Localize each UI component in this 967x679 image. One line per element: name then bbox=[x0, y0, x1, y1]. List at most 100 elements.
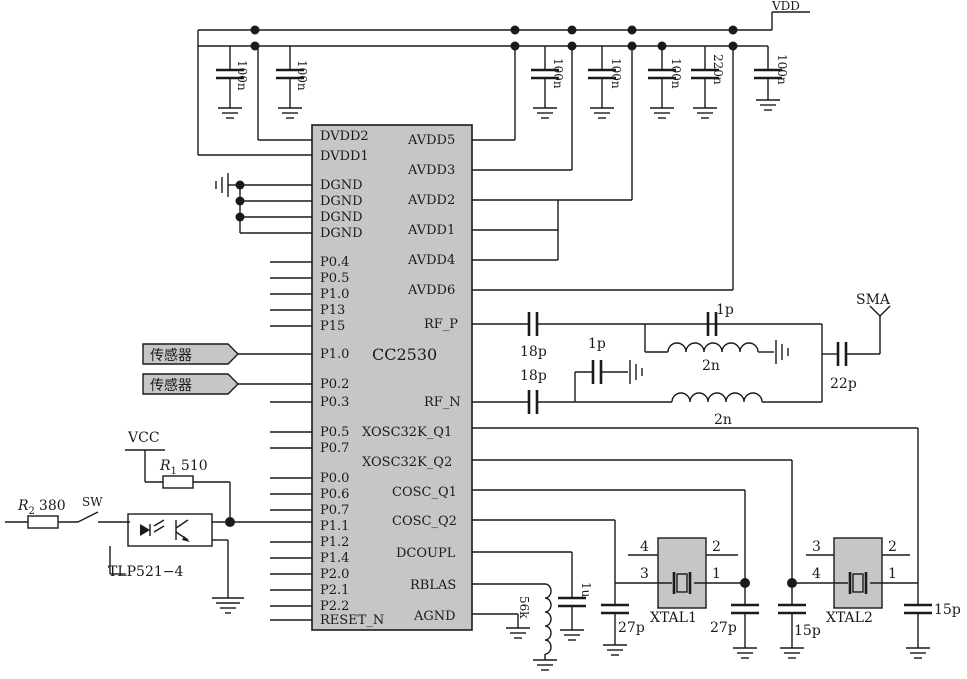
cap-27p-a-value: 27p bbox=[618, 620, 645, 636]
decoupling-cap-6-value: 220n bbox=[711, 54, 725, 85]
pin-rf-p: RF_P bbox=[424, 317, 458, 332]
pin-p0-7: P0.7 bbox=[320, 441, 349, 456]
inductor-a-value: 2n bbox=[702, 358, 720, 374]
pin-p1-2: P1.2 bbox=[320, 535, 349, 550]
pin-p2-1: P2.1 bbox=[320, 583, 349, 598]
cc2530-chip bbox=[311, 124, 473, 631]
pin-p0-4: P0.4 bbox=[320, 255, 349, 270]
pin-avdd5: AVDD5 bbox=[407, 133, 455, 148]
pin-rblas: RBLAS bbox=[410, 578, 456, 593]
pin-avdd1: AVDD1 bbox=[407, 223, 455, 238]
pin-avdd2: AVDD2 bbox=[407, 193, 455, 208]
pin-p1-1: P1.1 bbox=[320, 519, 349, 534]
decoupling-cap-3: 100n bbox=[531, 46, 565, 119]
decoupling-cap-7-value: 100n bbox=[775, 54, 789, 85]
pin-dgnd-2: DGND bbox=[320, 194, 363, 209]
xtal2-pin-3: 3 bbox=[812, 539, 821, 555]
xtal2: 3 2 4 1 XTAL2 bbox=[787, 537, 918, 626]
decoupling-cap-4: 100n bbox=[588, 46, 623, 119]
sensor-input-1: 传感器 bbox=[142, 343, 312, 365]
cap-shunt-a-value: 1p bbox=[716, 302, 734, 318]
decoupling-cap-7: 100n bbox=[740, 45, 789, 111]
chip-name: CC2530 bbox=[372, 345, 437, 364]
pin-dvdd1: DVDD1 bbox=[320, 149, 369, 164]
xtal2-pin-1: 1 bbox=[888, 566, 897, 582]
pin-p1-4: P1.4 bbox=[320, 551, 349, 566]
xtal1-pin-2: 2 bbox=[712, 539, 721, 555]
xtal1-pin-1: 1 bbox=[712, 566, 721, 582]
rf-network: 18p 1p 2n SMA 22p 18p 2n bbox=[472, 292, 891, 428]
pin-p0-6: P0.6 bbox=[320, 487, 349, 502]
dgnd-ground bbox=[215, 173, 312, 234]
pin-cosc-q2: COSC_Q2 bbox=[392, 514, 457, 529]
pin-p0-5: P0.5 bbox=[320, 271, 349, 286]
pin-dgnd-1: DGND bbox=[320, 178, 363, 193]
chip-left-pins: DVDD2 DVDD1 DGND DGND DGND DGND P0.4 P0.… bbox=[320, 129, 384, 628]
xtal1-pin-4: 4 bbox=[640, 539, 649, 555]
pin-avdd6: AVDD6 bbox=[407, 283, 455, 298]
pin-p2-0: P2.0 bbox=[320, 567, 349, 582]
pin-rf-n: RF_N bbox=[424, 395, 461, 410]
bias-resistor-value: 56k bbox=[517, 596, 531, 619]
pin-avdd4: AVDD4 bbox=[407, 253, 455, 268]
xtal2-label: XTAL2 bbox=[826, 610, 873, 626]
pin-p15: P15 bbox=[320, 319, 345, 334]
vdd-rail: VDD bbox=[197, 0, 810, 156]
pin-agnd: AGND bbox=[413, 609, 456, 624]
avdd-wiring bbox=[472, 46, 734, 291]
cap-shunt-b-value: 1p bbox=[588, 336, 606, 352]
cap-xtal1-value: 27p bbox=[710, 620, 737, 636]
inductor-b-value: 2n bbox=[714, 412, 732, 428]
decoupling-cap-5: 100n bbox=[648, 46, 683, 119]
xtal1-label: XTAL1 bbox=[650, 610, 697, 626]
xtal2-pin-2: 2 bbox=[888, 539, 897, 555]
cap-rf-n-value: 18p bbox=[520, 368, 547, 384]
pin-p0-5-b: P0.5 bbox=[320, 425, 349, 440]
pin-p0-3: P0.3 bbox=[320, 395, 349, 410]
xtal2-pin-4: 4 bbox=[812, 566, 821, 582]
xtal1-pin-3: 3 bbox=[640, 566, 649, 582]
pin-p0-2: P0.2 bbox=[320, 377, 349, 392]
decoupling-cap-2: 100n bbox=[276, 46, 309, 119]
switch-label: SW bbox=[82, 495, 103, 509]
decoupling-cap-5-value: 100n bbox=[669, 58, 683, 89]
decoupling-cap-1: 100n bbox=[216, 46, 249, 119]
sensor-2-label: 传感器 bbox=[150, 377, 192, 394]
pin-p13: P13 bbox=[320, 303, 345, 318]
cap-out-value: 22p bbox=[830, 376, 857, 392]
sensor-1-label: 传感器 bbox=[150, 347, 192, 364]
pin-dvdd2: DVDD2 bbox=[320, 129, 369, 144]
pin-dgnd-3: DGND bbox=[320, 210, 363, 225]
pin-p2-2: P2.2 bbox=[320, 599, 349, 614]
pin-dgnd-4: DGND bbox=[320, 226, 363, 241]
cap-rf-p-value: 18p bbox=[520, 344, 547, 360]
bias-network: 1u 56k bbox=[472, 551, 593, 671]
xtal1: 4 2 3 1 XTAL1 bbox=[615, 537, 750, 626]
decoupling-cap-2-value: 100n bbox=[295, 60, 309, 91]
decoupling-cap-3-value: 100n bbox=[551, 58, 565, 89]
pin-cosc-q1: COSC_Q1 bbox=[392, 485, 457, 500]
cap-xtal2-left-value: 15p bbox=[794, 623, 821, 639]
cap-xtal2-right-value: 15p bbox=[934, 602, 961, 618]
optocoupler-label: TLP521−4 bbox=[108, 564, 184, 580]
left-pin-stubs bbox=[270, 261, 312, 621]
decoupling-cap-1-value: 100n bbox=[235, 60, 249, 91]
cap-xtal2-15p-right: 15p bbox=[904, 602, 961, 659]
sma-label: SMA bbox=[856, 292, 891, 308]
pin-xosc32k-q1: XOSC32K_Q1 bbox=[362, 425, 452, 440]
pin-p1-0-a: P1.0 bbox=[320, 287, 349, 302]
vcc-label: VCC bbox=[127, 430, 160, 446]
cap-xtal2-15p-left: 15p bbox=[778, 603, 821, 659]
pin-p0-0: P0.0 bbox=[320, 471, 349, 486]
pin-avdd3: AVDD3 bbox=[407, 163, 455, 178]
cap-cosc-q2-27p: 27p bbox=[601, 603, 645, 656]
pin-dcoupl: DCOUPL bbox=[396, 546, 456, 561]
chip-right-pins: AVDD5 AVDD3 AVDD2 AVDD1 AVDD4 AVDD6 RF_P… bbox=[362, 133, 461, 624]
pin-p1-0-b: P1.0 bbox=[320, 347, 349, 362]
vdd-label: VDD bbox=[771, 0, 800, 13]
pin-p0-7-b: P0.7 bbox=[320, 503, 349, 518]
